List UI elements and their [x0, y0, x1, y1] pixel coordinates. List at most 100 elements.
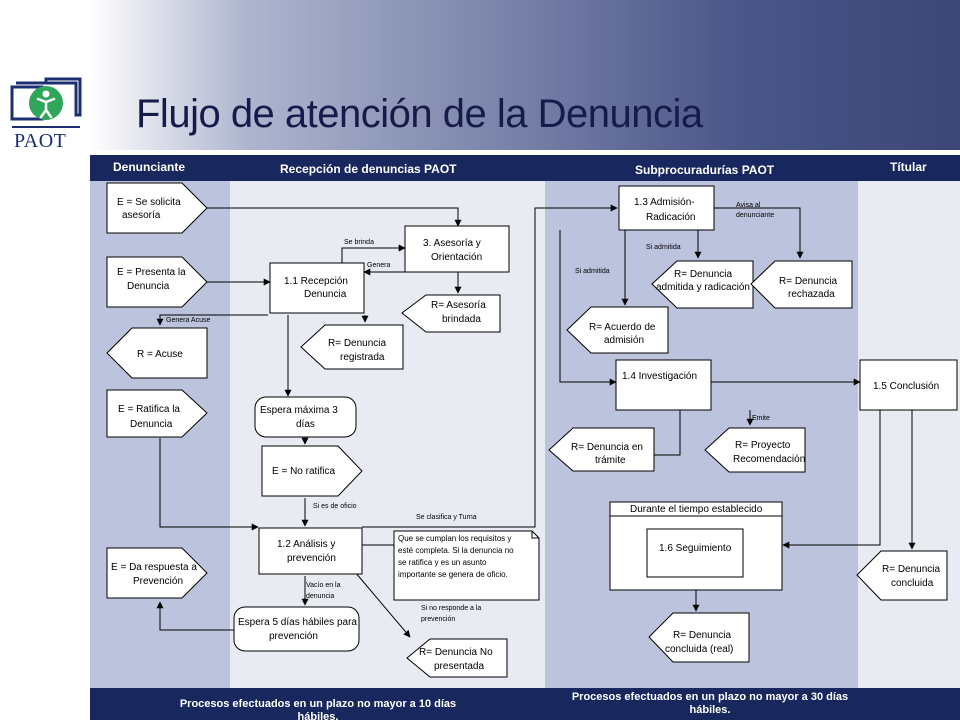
label-proyecto-2: Recomendación — [733, 454, 805, 465]
label-asesoria-brindada-2: brindada — [442, 314, 481, 325]
label-admision-2: Radicación — [646, 212, 695, 223]
node-labels: E = Se solicita asesoría E = Presenta la… — [111, 197, 941, 672]
label-conclusion: 1.5 Conclusión — [873, 381, 939, 392]
label-no-ratifica: E = No ratifica — [272, 466, 336, 477]
edge-label-si-admitida-1: Si admitida — [646, 244, 681, 251]
label-asesoria-1: 3. Asesoría y — [423, 238, 481, 249]
edge-recepcion-to-acuse — [156, 314, 268, 326]
label-asesoria-brindada-1: R= Asesoría — [431, 300, 486, 311]
label-concluida-real-2: concluida (real) — [665, 644, 733, 655]
result-denuncia-concluida — [856, 550, 948, 601]
durante-header — [609, 501, 783, 517]
label-presenta-2: Denuncia — [127, 281, 170, 292]
process-investigacion — [615, 359, 712, 411]
process-admision — [618, 185, 715, 231]
edge-recepcion-to-asesoria — [341, 244, 406, 263]
result-denuncia-rechazada — [750, 260, 853, 309]
edge-label-genera: Genera — [367, 262, 390, 269]
result-denuncia-tramite — [548, 427, 655, 472]
edge-labels: Se brinda Genera Genera Acuse Si es de o… — [166, 202, 774, 623]
label-espera3-1: Espera máxima 3 — [260, 405, 338, 416]
nota-line-2: esté completa. Si la denuncia no — [398, 546, 514, 555]
edge-label-se-brinda: Se brinda — [344, 239, 374, 246]
edge-label-se-clasifica: Se clasifica y Turna — [416, 514, 477, 521]
annotation-fold — [531, 531, 539, 539]
label-registrada-1: R= Denuncia — [328, 338, 387, 349]
label-investigacion: 1.4 Investigación — [622, 371, 697, 382]
label-ratifica-2: Denuncia — [130, 419, 173, 430]
connectors — [156, 204, 916, 638]
result-proyecto-recomendacion — [704, 427, 806, 473]
label-respuesta-1: E = Da respuesta a — [111, 562, 197, 573]
process-recepcion — [269, 262, 365, 314]
label-tramite-1: R= Denuncia en — [571, 442, 643, 453]
label-recepcion-2: Denuncia — [304, 289, 347, 300]
edge-investigacion-to-tramite — [654, 410, 681, 456]
event-no-ratifica — [261, 445, 363, 497]
footer-right-line-2: hábiles. — [689, 704, 731, 716]
edge-label-si-admitida-2: Si admitida — [575, 268, 610, 275]
label-rechazada-1: R= Denuncia — [779, 276, 838, 287]
label-presenta-1: E = Presenta la — [117, 267, 186, 278]
process-conclusion — [859, 359, 958, 411]
edge-admision-to-rechazada — [714, 207, 804, 259]
label-proyecto-1: R= Proyecto — [735, 440, 791, 451]
edge-siadmitida-to-investigacion — [559, 230, 617, 386]
title-band — [90, 0, 960, 150]
label-concluida-1: R= Denuncia — [882, 564, 941, 575]
label-acuse: R = Acuse — [137, 349, 183, 360]
label-acuerdo-1: R= Acuerdo de — [589, 322, 656, 333]
label-rechazada-2: rechazada — [788, 289, 835, 300]
process-espera-3 — [254, 396, 357, 438]
label-admision-1: 1.3 Admisión- — [634, 197, 695, 208]
label-respuesta-2: Prevención — [133, 576, 183, 587]
label-admitida-1: R= Denuncia — [674, 269, 733, 280]
label-concluida-real-1: R= Denuncia — [673, 630, 732, 641]
label-solicita-1: E = Se solicita — [117, 197, 181, 208]
process-asesoria — [404, 225, 510, 273]
label-analisis-2: prevención — [287, 553, 336, 564]
event-da-respuesta — [106, 547, 208, 599]
event-ratifica-denuncia — [106, 389, 208, 438]
label-no-presentada-2: presentada — [434, 661, 484, 672]
label-no-presentada-1: R= Denuncia No — [419, 647, 493, 658]
edge-ratifica-to-analisis — [159, 438, 259, 531]
label-espera5-1: Espera 5 días hábiles para — [238, 617, 357, 628]
annotation-text: Que se cumplan los requisitos y esté com… — [398, 534, 514, 579]
edge-label-emite: Emite — [752, 415, 770, 422]
lane-titular — [858, 181, 960, 688]
lane-header-titular: Títular — [890, 160, 927, 174]
edge-label-avisa-1: Avisa al — [736, 202, 761, 209]
lane-header-subprocuradurias: Subprocuradurías PAOT — [635, 163, 775, 177]
result-acuerdo-admision — [566, 306, 669, 354]
process-analisis — [258, 527, 363, 575]
edge-label-genera-acuse: Genera Acuse — [166, 317, 210, 324]
edge-label-si-oficio: Si es de oficio — [313, 503, 357, 510]
label-ratifica-1: E = Ratifica la — [118, 404, 180, 415]
label-analisis-1: 1.2 Análisis y — [277, 539, 335, 550]
result-asesoria-brindada — [401, 294, 501, 333]
annotation-requisitos — [393, 530, 540, 601]
label-concluida-2: concluida — [891, 578, 934, 589]
result-no-presentada — [406, 638, 508, 678]
label-recepcion-1: 1.1 Recepción — [284, 276, 348, 287]
page-title: Flujo de atención de la Denuncia — [136, 92, 703, 136]
footer-left-text: Procesos efectuados en un plazo no mayor… — [179, 698, 457, 720]
footer-band: Procesos efectuados en un plazo no mayor… — [90, 688, 960, 720]
label-tramite-2: trámite — [595, 455, 626, 466]
logo-text: PAOT — [14, 130, 67, 152]
nota-line-4: importante se genera de oficio. — [398, 570, 508, 579]
result-concluida-real — [648, 612, 750, 663]
edge-label-vacio-1: Vacío en la — [306, 582, 341, 589]
lane-header-denunciante: Denunciante — [113, 160, 186, 174]
lane-header-band: Denunciante Recepción de denuncias PAOT … — [90, 155, 960, 181]
label-espera5-2: prevención — [269, 631, 318, 642]
edge-analisis-to-noprsentada — [354, 571, 411, 638]
process-espera-5 — [233, 606, 360, 652]
label-seguimiento: 1.6 Seguimiento — [659, 543, 732, 554]
label-solicita-2: asesoría — [122, 210, 161, 221]
nota-line-3: se ratifica y es un asunto — [398, 558, 487, 567]
label-registrada-2: registrada — [340, 352, 385, 363]
edge-espera5-to-respuesta — [156, 601, 234, 631]
